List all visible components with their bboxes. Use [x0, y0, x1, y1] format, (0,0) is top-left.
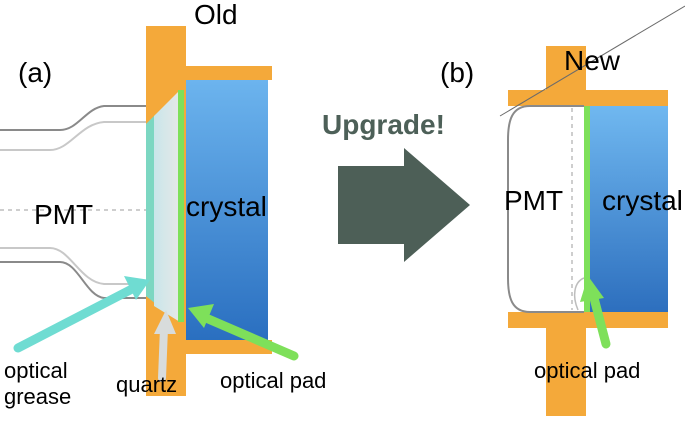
optical-pad-new [584, 106, 590, 312]
quartz-window [154, 90, 180, 322]
pmt-new-label: PMT [504, 185, 563, 216]
crystal-new-label: crystal [602, 185, 683, 216]
optical-pad-arrow [188, 304, 299, 361]
upgrade-label: Upgrade! [322, 109, 445, 140]
frame-new [508, 46, 668, 416]
upgrade-arrow-icon [338, 148, 470, 262]
optical-pad-new-arrow [580, 276, 611, 349]
optical-grease-label-line1: optical [4, 358, 68, 383]
pmt-old-label: PMT [34, 199, 93, 230]
panel-b-title: New [564, 45, 621, 76]
panel-a-title: Old [194, 0, 238, 30]
crystal-old-label: crystal [186, 191, 267, 222]
crystal-new [588, 106, 668, 312]
optical-grease-layer [146, 114, 156, 304]
quartz-arrow [154, 310, 176, 382]
panel-a: (a) Old PMT crystal optical grease quart… [0, 0, 326, 409]
pmt-new-body [507, 105, 585, 313]
quartz-label: quartz [116, 372, 177, 397]
optical-pad-new-label: optical pad [534, 358, 640, 383]
panel-b: (b) New PMT crystal optical pad [440, 5, 685, 416]
diagonal-line [499, 5, 685, 117]
optical-pad-old [178, 90, 184, 322]
upgrade-transition: Upgrade! [322, 109, 470, 262]
panel-a-label: (a) [18, 57, 52, 88]
optical-grease-label-line2: grease [4, 384, 71, 409]
crystal-old [186, 80, 268, 340]
optical-pad-old-label: optical pad [220, 368, 326, 393]
panel-b-label: (b) [440, 57, 474, 88]
pmt-old-body [0, 105, 150, 299]
optical-grease-arrow [13, 276, 150, 353]
